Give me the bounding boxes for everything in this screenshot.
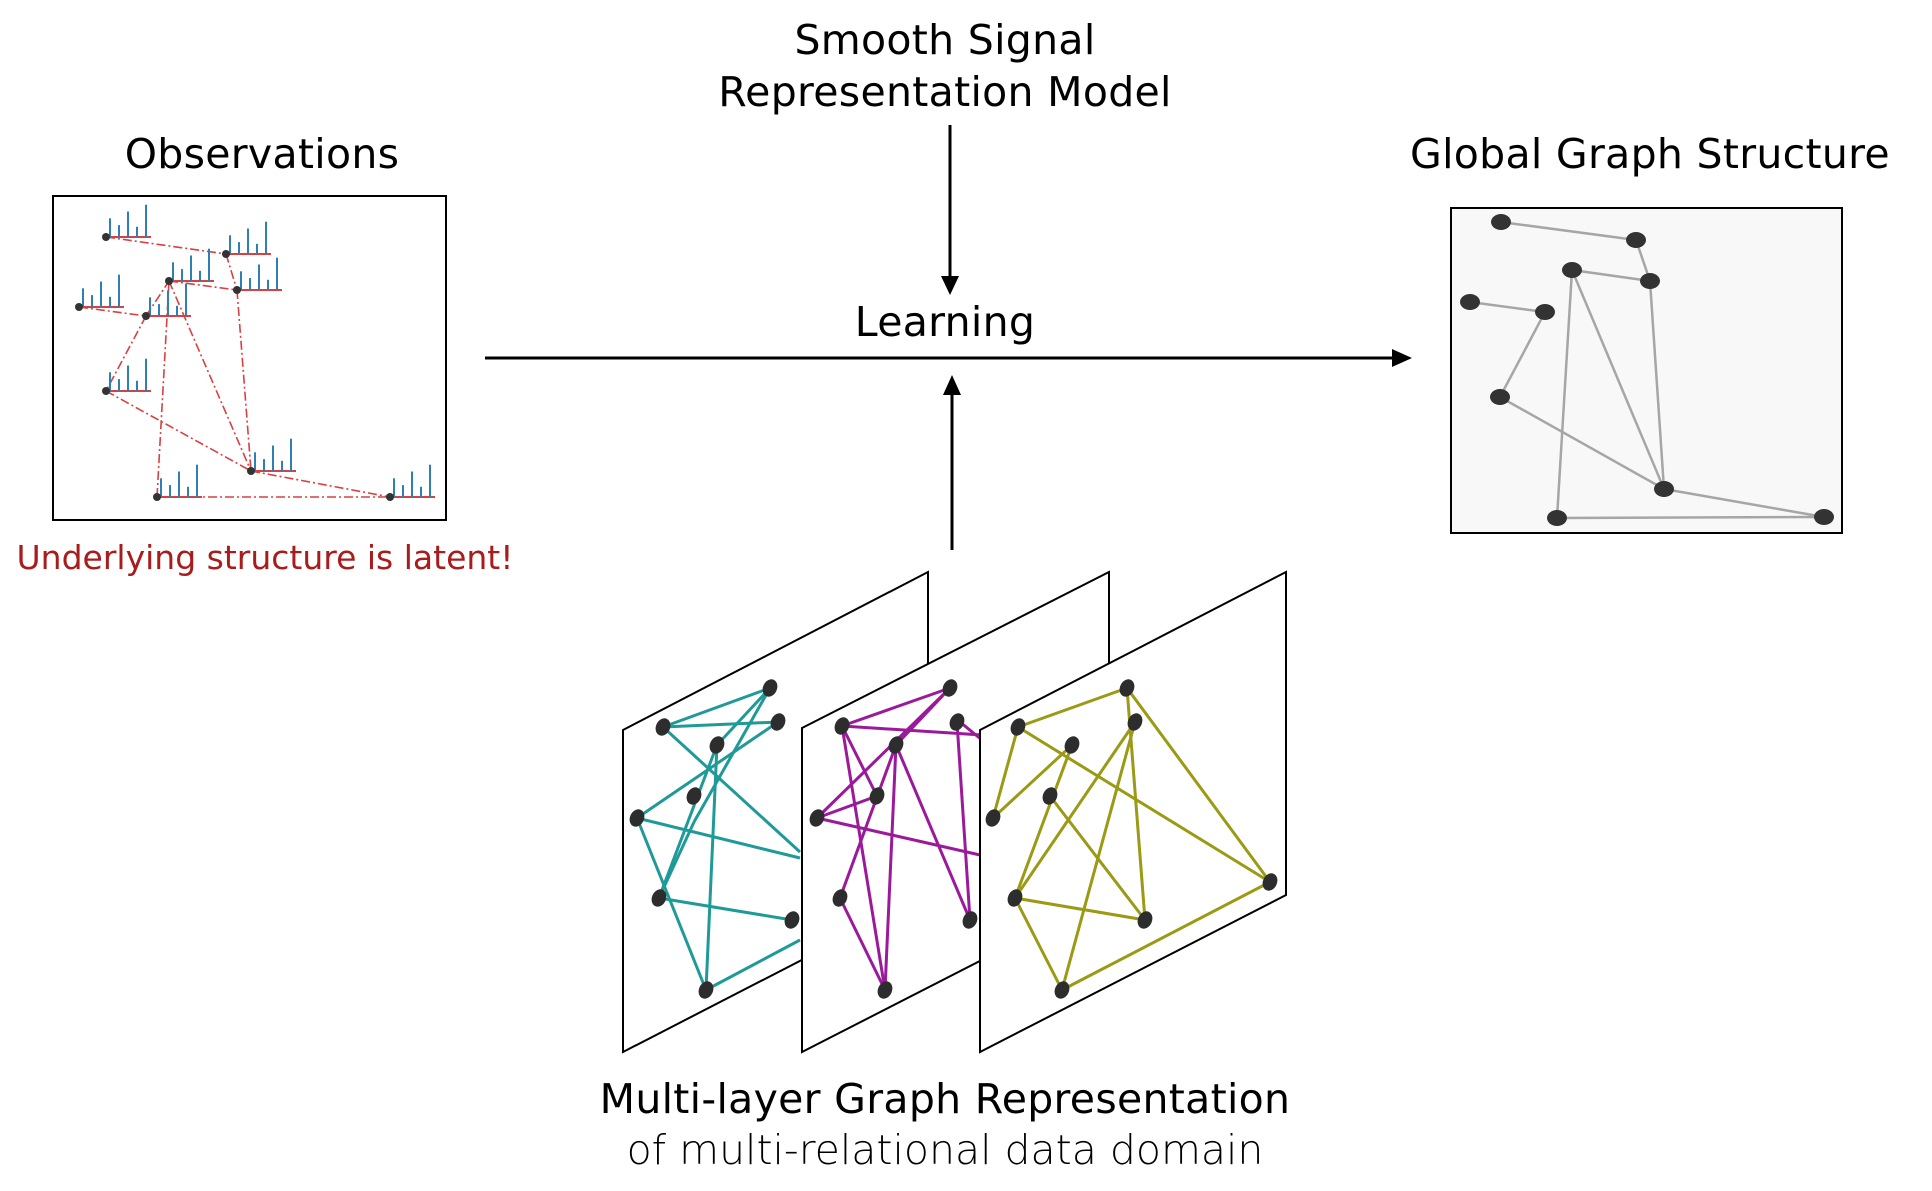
top-title-line2: Representation Model [718, 68, 1172, 116]
observations-note: Underlying structure is latent! [16, 538, 514, 577]
global-graph-panel [1450, 207, 1843, 534]
learning-label: Learning [854, 298, 1036, 346]
global-title: Global Graph Structure [1410, 130, 1890, 178]
observation-nodes [75, 233, 394, 501]
multilayer-title: Multi-layer Graph Representation [599, 1075, 1291, 1123]
arrow-main-right [485, 349, 1412, 367]
layer-3-edges [991, 686, 1272, 992]
observations-title: Observations [124, 130, 400, 178]
global-nodes [1460, 214, 1834, 526]
top-title-line1: Smooth Signal [794, 16, 1096, 64]
multilayer-subtitle: of multi-relational data domain [626, 1126, 1264, 1174]
layer-3-plane [979, 570, 1287, 1054]
layer-3-nodes [985, 679, 1278, 999]
layer-2-edges [815, 686, 983, 991]
global-edges [1469, 220, 1825, 520]
layer-1-nodes [629, 679, 800, 999]
observations-panel [52, 195, 447, 521]
arrow-down-top [941, 125, 959, 295]
arrow-up-bottom [943, 375, 961, 550]
layer-2-nodes [809, 679, 978, 999]
signal-bars [79, 204, 435, 498]
layer-1-edges [635, 686, 802, 992]
